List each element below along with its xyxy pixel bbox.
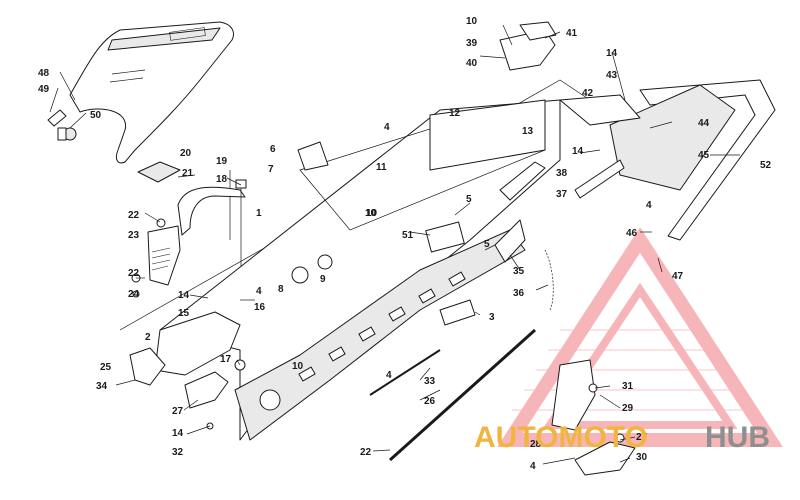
callout: 1 [256, 208, 262, 219]
callout: 12 [449, 108, 461, 119]
part-3-plate [439, 299, 476, 326]
callout: 47 [672, 271, 684, 282]
callout: 52 [760, 160, 772, 171]
callout: 22 [128, 268, 140, 279]
callout: 38 [556, 168, 568, 179]
callout: 4 [646, 200, 652, 211]
tunnel-assembly [159, 99, 561, 441]
callout: 27 [172, 406, 184, 417]
front-left-parts [129, 311, 246, 430]
callout: 22 [128, 210, 140, 221]
callout: 27 [636, 432, 648, 443]
callout: 32 [172, 447, 184, 458]
rail-34 [369, 349, 441, 396]
callout: 3 [489, 312, 495, 323]
part-23-bracket [147, 225, 181, 286]
fastener-22-top [156, 218, 166, 228]
callout-labels: 10 41 39 40 14 43 42 48 49 50 12 13 44 4… [38, 16, 772, 472]
callout: 41 [566, 28, 578, 39]
fastener-24 [132, 290, 140, 298]
callout: 30 [636, 452, 648, 463]
fastener-19 [235, 179, 247, 189]
callout: 10 [466, 16, 478, 27]
watermark-triangle-inner [542, 282, 738, 429]
leader-lines [49, 24, 740, 465]
callout: 6 [270, 144, 276, 155]
bracket-35 [494, 219, 526, 263]
watermark-text-grey: HUB [705, 421, 770, 454]
callout: 16 [254, 302, 266, 313]
callout: 18 [216, 174, 228, 185]
callout: 14 [172, 428, 184, 439]
callout: 44 [698, 118, 710, 129]
lower-right-parts [551, 359, 636, 476]
callout: 28 [530, 439, 542, 450]
callout: 4 [530, 461, 536, 472]
plate-7 [297, 141, 329, 171]
callout: 17 [220, 354, 232, 365]
callout: 5 [484, 239, 490, 250]
callout: 10 [365, 208, 377, 219]
rail-32 [388, 328, 537, 462]
hitch-bracket [499, 21, 557, 71]
callout: 25 [100, 362, 112, 373]
callout: 33 [424, 376, 436, 387]
callout: 42 [582, 88, 594, 99]
rear-bumper [559, 79, 776, 241]
watermark-triangle-outer [497, 227, 783, 447]
callout: 10 [292, 361, 304, 372]
watermark-text: AUTOMOTO HUB [474, 421, 770, 454]
callout: 13 [522, 126, 534, 137]
callout: 36 [513, 288, 525, 299]
bracket-38 [499, 161, 546, 201]
fastener-50 [57, 127, 77, 141]
callout: 4 [386, 370, 392, 381]
callout: 50 [90, 110, 102, 121]
callout: 22 [360, 447, 372, 458]
callout: 15 [178, 308, 190, 319]
callout: 48 [38, 68, 50, 79]
callout: 5 [466, 194, 472, 205]
callout: 31 [622, 381, 634, 392]
callout: 39 [466, 38, 478, 49]
callout: 40 [466, 58, 478, 69]
callout: 49 [38, 84, 50, 95]
watermark-logo [497, 227, 783, 447]
callout: 4 [256, 286, 262, 297]
part-20-pad [137, 161, 181, 183]
callout: 2 [145, 332, 151, 343]
callout: 10 [366, 208, 378, 219]
callout: 9 [320, 274, 326, 285]
callout: 19 [216, 156, 228, 167]
callout: 45 [698, 150, 710, 161]
callout: 37 [556, 189, 568, 200]
part-51-block [425, 221, 465, 253]
watermark-text-orange: AUTOMOTO [474, 421, 648, 454]
callout: 20 [180, 148, 192, 159]
callout: 7 [268, 164, 274, 175]
callout: 21 [182, 168, 194, 179]
part-18-handle [177, 186, 246, 236]
callout: 11 [376, 162, 387, 173]
callout: 35 [513, 266, 525, 277]
cable-36 [544, 249, 554, 311]
callout: 29 [622, 403, 634, 414]
callout: 51 [402, 230, 414, 241]
callout: 34 [96, 381, 108, 392]
callout: 24 [128, 289, 140, 300]
callout: 26 [424, 396, 436, 407]
callout: 4 [384, 122, 390, 133]
callout: 14 [606, 48, 618, 59]
callout: 14 [572, 146, 584, 157]
seat [47, 21, 234, 164]
callout: 23 [128, 230, 140, 241]
callout: 8 [278, 284, 284, 295]
callout: 14 [178, 290, 190, 301]
callout: 46 [626, 228, 638, 239]
callout: 43 [606, 70, 618, 81]
